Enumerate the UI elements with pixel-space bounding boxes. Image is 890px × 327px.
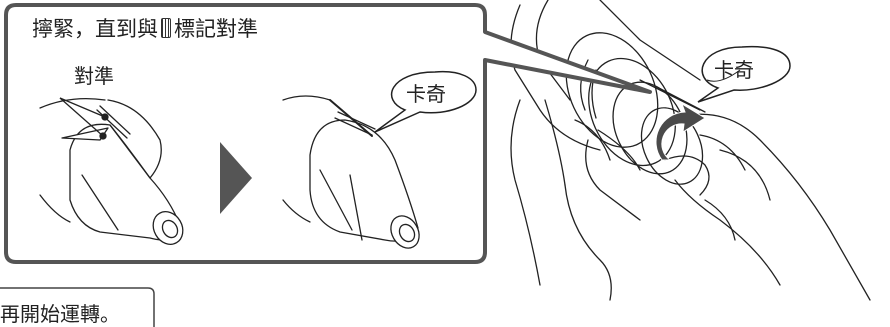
callout-title-pre: 擰緊，直到與	[32, 17, 158, 41]
click-label-hand: 卡奇	[714, 58, 754, 82]
click-bubble-step	[374, 70, 477, 133]
callout-title: 擰緊，直到與標記對準	[32, 18, 258, 40]
click-bubble-hand	[697, 45, 791, 103]
arrow-right-icon	[220, 142, 252, 214]
note-frame	[0, 287, 155, 327]
alignment-pointers	[59, 97, 109, 140]
left-hand	[510, 99, 641, 301]
rotate-arrow-icon	[655, 102, 706, 161]
footer-note: 再開始運轉。	[0, 302, 120, 326]
alignment-mark-icon	[161, 18, 171, 38]
right-hand	[664, 113, 871, 301]
callout-title-post: 標記對準	[174, 17, 258, 41]
align-label: 對準	[74, 64, 114, 88]
click-label-step: 卡奇	[406, 82, 446, 106]
nozzle-after	[282, 95, 420, 249]
bottle-body	[510, 0, 706, 185]
